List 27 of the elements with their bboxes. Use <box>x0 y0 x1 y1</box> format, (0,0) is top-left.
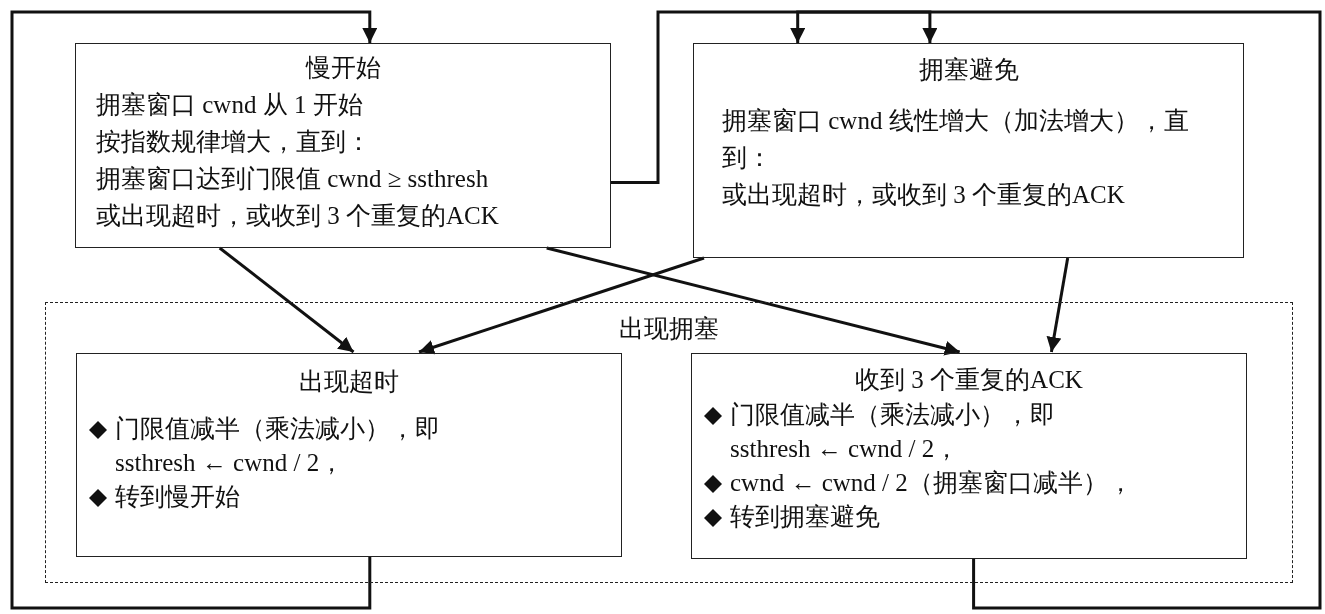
bullet-text: cwnd ← cwnd / 2（拥塞窗口减半）， <box>730 468 1133 498</box>
box-title: 收到 3 个重复的ACK <box>854 365 1084 395</box>
arrow <box>10 10 378 610</box>
box-title: 拥塞避免 <box>917 55 1020 85</box>
process-box <box>693 43 1244 258</box>
body-text: 或出现超时，或收到 3 个重复的ACK <box>96 201 500 231</box>
process-box <box>75 43 611 248</box>
body-text: 拥塞窗口 cwnd 线性增大（加法增大），直到： <box>722 106 1190 173</box>
bullet-text: 门限值减半（乘法减小），即 ssthresh ← cwnd / 2， <box>115 414 441 478</box>
arrow <box>611 10 938 184</box>
process-box <box>76 353 622 557</box>
body-text: 或出现超时，或收到 3 个重复的ACK <box>722 180 1126 210</box>
arrow <box>418 256 705 355</box>
arrow <box>546 246 961 356</box>
body-text: 拥塞窗口 cwnd 从 1 开始 <box>96 90 364 120</box>
arrow <box>218 246 355 354</box>
body-text: 按指数规律增大，直到： <box>96 127 372 157</box>
bullet-text: 转到慢开始 <box>115 482 240 512</box>
dashed-group-frame <box>45 302 1293 583</box>
bullet-text: 转到拥塞避免 <box>730 502 880 532</box>
arrow <box>1046 257 1070 353</box>
group-title: 出现拥塞 <box>619 314 719 344</box>
process-box <box>691 353 1247 559</box>
arrow <box>790 10 1322 610</box>
box-title: 慢开始 <box>304 53 382 83</box>
body-text: 拥塞窗口达到门限值 cwnd ≥ ssthresh <box>96 164 490 194</box>
box-title: 出现超时 <box>298 367 400 397</box>
